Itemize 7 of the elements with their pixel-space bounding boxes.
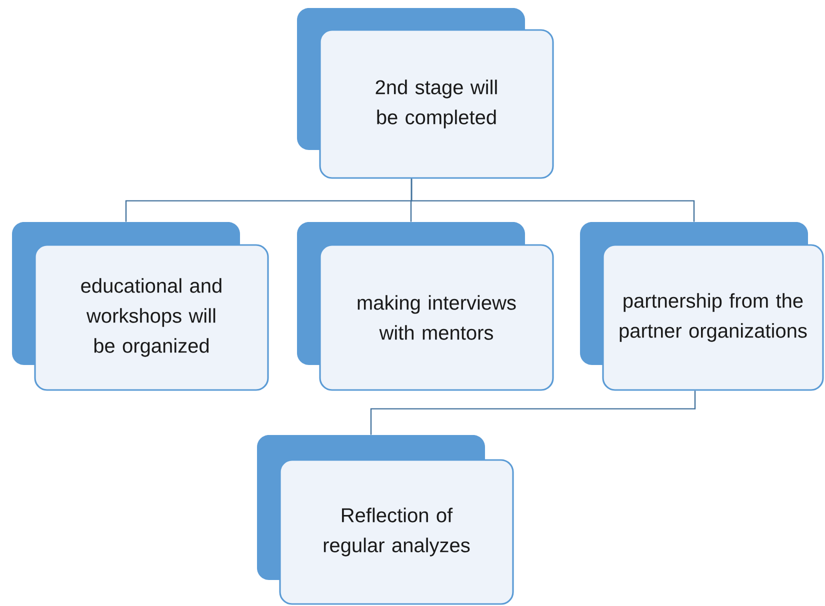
connector-line: [410, 178, 695, 222]
stacked-box: 2nd stage will be completed: [297, 8, 554, 179]
connector-line: [370, 390, 696, 435]
stacked-box: Reflection of regular analyzes: [257, 435, 514, 605]
stacked-box: making interviews with mentors: [297, 222, 554, 391]
stacked-box: educational and workshops will be organized: [12, 222, 269, 391]
stacked-box: partnership from the partner organizations: [580, 222, 824, 391]
